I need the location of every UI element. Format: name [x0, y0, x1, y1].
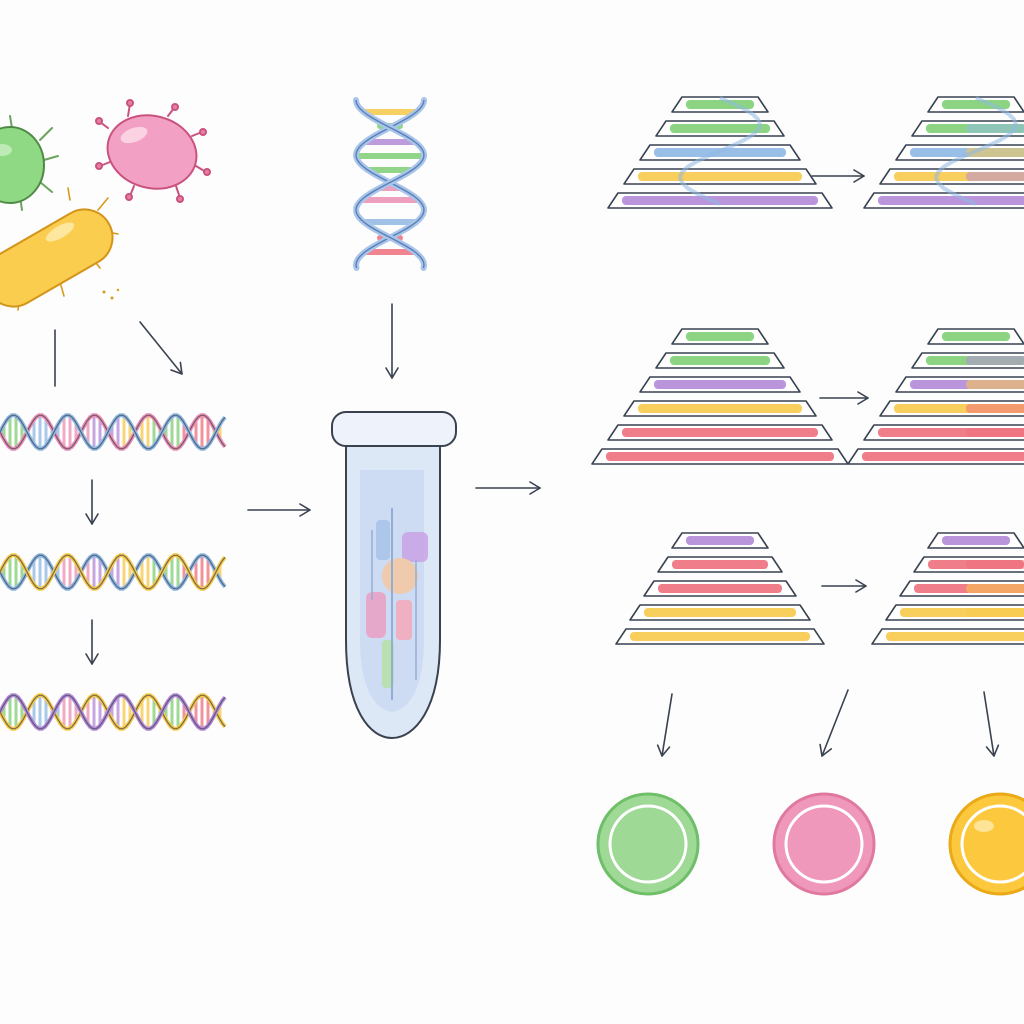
output-circles — [596, 792, 1024, 896]
arrow-to-pink-output — [819, 689, 849, 757]
yellow-output-circle — [948, 792, 1024, 896]
pink-microbe-icon — [95, 99, 211, 203]
green-output-circle — [596, 792, 700, 896]
arrow-organisms-to-dna — [139, 321, 183, 375]
pink-output-circle — [772, 792, 876, 896]
dna-helix-icon — [352, 97, 428, 271]
band-stack-row-2-before — [591, 328, 849, 465]
band-stack-row-3-before — [615, 532, 825, 645]
yellow-bacterium-icon — [0, 187, 120, 311]
band-stack-row-1-after — [863, 96, 1024, 209]
test-tube-icon — [331, 411, 457, 740]
tube-contents — [366, 508, 428, 700]
dna-strand-1 — [0, 413, 227, 451]
band-stack-row-1-before — [607, 96, 833, 209]
arrow-to-yellow-output — [983, 691, 1000, 757]
dna-strand-2 — [0, 553, 227, 591]
arrow-to-green-output — [656, 693, 673, 757]
dna-strand-3 — [0, 693, 227, 731]
band-stack-row-2-after — [847, 328, 1024, 465]
flow-arrows — [54, 169, 1000, 757]
band-stack-row-3-after — [871, 532, 1024, 645]
green-microbe-icon — [0, 115, 59, 211]
